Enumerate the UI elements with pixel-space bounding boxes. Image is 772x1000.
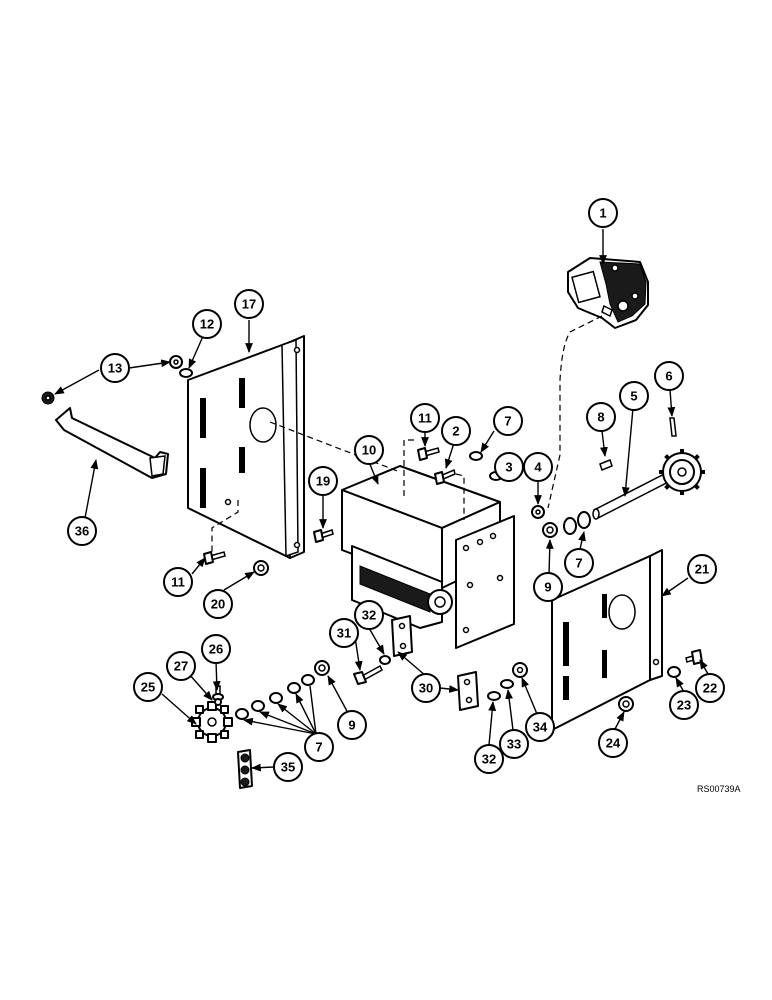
svg-text:32: 32 bbox=[482, 752, 496, 767]
callout-2: 2 bbox=[441, 416, 471, 446]
svg-text:26: 26 bbox=[209, 642, 223, 657]
bolt-19 bbox=[313, 529, 334, 543]
right-mounting-plate bbox=[551, 549, 663, 731]
callout-11-upper: 11 bbox=[410, 403, 440, 433]
drive-path-dashed bbox=[547, 315, 603, 509]
callout-7-upper: 7 bbox=[493, 406, 523, 436]
callout-33: 33 bbox=[499, 729, 529, 759]
bolt-11-upper bbox=[417, 447, 440, 461]
left-mounting-plate bbox=[187, 335, 305, 559]
callout-34: 34 bbox=[525, 712, 555, 742]
callout-11-lower: 11 bbox=[163, 567, 193, 597]
callout-27: 27 bbox=[166, 651, 196, 681]
pin bbox=[669, 417, 677, 437]
callout-35: 35 bbox=[273, 752, 303, 782]
callout-25: 25 bbox=[133, 672, 163, 702]
bolt-31 bbox=[353, 664, 383, 685]
callout-22: 22 bbox=[695, 673, 725, 703]
callout-7-lower: 7 bbox=[304, 732, 334, 762]
callout-5: 5 bbox=[619, 381, 649, 411]
callout-10: 10 bbox=[354, 435, 384, 465]
svg-text:10: 10 bbox=[362, 443, 376, 458]
callout-13: 13 bbox=[100, 353, 130, 383]
svg-text:21: 21 bbox=[695, 562, 709, 577]
callout-4: 4 bbox=[523, 452, 553, 482]
callout-31: 31 bbox=[329, 618, 359, 648]
svg-text:9: 9 bbox=[544, 580, 551, 595]
svg-text:11: 11 bbox=[418, 411, 432, 426]
callout-9-right: 9 bbox=[533, 572, 563, 602]
callout-36: 36 bbox=[67, 516, 97, 546]
svg-text:3: 3 bbox=[505, 460, 512, 475]
callout-32-upper: 32 bbox=[354, 600, 384, 630]
alignment-lines bbox=[211, 421, 465, 552]
key bbox=[599, 459, 613, 471]
svg-text:23: 23 bbox=[677, 698, 691, 713]
svg-text:1: 1 bbox=[599, 206, 606, 221]
roller-chain bbox=[237, 749, 253, 789]
spacer-plate-lower bbox=[457, 671, 479, 711]
svg-text:36: 36 bbox=[75, 524, 89, 539]
support-bracket bbox=[55, 407, 169, 479]
svg-text:8: 8 bbox=[597, 410, 604, 425]
svg-text:17: 17 bbox=[242, 297, 256, 312]
bolt-2 bbox=[434, 468, 456, 485]
leader-lines bbox=[54, 229, 709, 772]
svg-text:7: 7 bbox=[575, 556, 582, 571]
callout-19: 19 bbox=[308, 466, 338, 496]
svg-text:31: 31 bbox=[337, 626, 351, 641]
callout-12: 12 bbox=[192, 309, 222, 339]
callout-6: 6 bbox=[654, 361, 684, 391]
callout-24: 24 bbox=[598, 728, 628, 758]
svg-text:7: 7 bbox=[315, 740, 322, 755]
svg-text:30: 30 bbox=[419, 681, 433, 696]
callout-23: 23 bbox=[669, 690, 699, 720]
drive-sprocket bbox=[191, 701, 233, 743]
svg-text:12: 12 bbox=[200, 317, 214, 332]
svg-text:32: 32 bbox=[362, 608, 376, 623]
svg-text:11: 11 bbox=[171, 575, 185, 590]
callout-9-left: 9 bbox=[337, 710, 367, 740]
callout-7-right: 7 bbox=[564, 548, 594, 578]
svg-text:27: 27 bbox=[174, 659, 188, 674]
bolt-11-lower bbox=[203, 551, 226, 565]
svg-text:13: 13 bbox=[108, 361, 122, 376]
svg-text:4: 4 bbox=[534, 460, 542, 475]
svg-text:22: 22 bbox=[703, 681, 717, 696]
bolt-26 bbox=[212, 685, 224, 701]
svg-text:7: 7 bbox=[504, 414, 511, 429]
svg-text:2: 2 bbox=[452, 424, 459, 439]
svg-text:35: 35 bbox=[281, 760, 295, 775]
callout-17: 17 bbox=[234, 289, 264, 319]
callout-20: 20 bbox=[203, 589, 233, 619]
callout-21: 21 bbox=[687, 554, 717, 584]
callout-26: 26 bbox=[201, 634, 231, 664]
svg-text:25: 25 bbox=[141, 680, 155, 695]
svg-text:9: 9 bbox=[348, 718, 355, 733]
sprocket-shaft bbox=[592, 449, 705, 520]
svg-text:24: 24 bbox=[606, 736, 621, 751]
callout-32-lower: 32 bbox=[474, 744, 504, 774]
spacer-plate-upper bbox=[391, 615, 413, 657]
svg-text:6: 6 bbox=[665, 369, 672, 384]
svg-text:33: 33 bbox=[507, 737, 521, 752]
callout-3: 3 bbox=[494, 452, 524, 482]
callout-1: 1 bbox=[588, 198, 618, 228]
svg-text:19: 19 bbox=[316, 474, 330, 489]
callout-30: 30 bbox=[411, 673, 441, 703]
gearbox-assembly bbox=[567, 257, 649, 329]
hardware bbox=[41, 355, 681, 720]
svg-text:5: 5 bbox=[630, 389, 637, 404]
svg-text:20: 20 bbox=[211, 597, 225, 612]
svg-text:34: 34 bbox=[533, 720, 548, 735]
figure-reference: RS00739A bbox=[697, 784, 741, 794]
bolt-22 bbox=[685, 649, 703, 665]
callout-8: 8 bbox=[586, 402, 616, 432]
